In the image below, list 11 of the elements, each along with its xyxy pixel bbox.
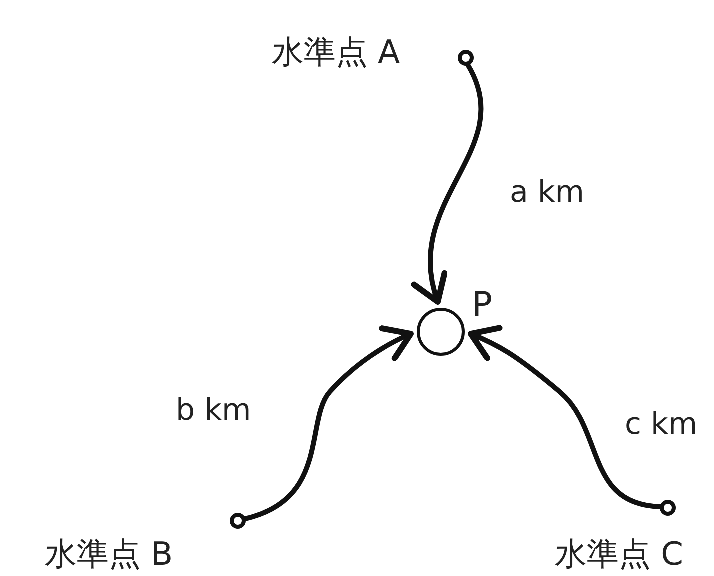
point-label: 水準点 C [555, 538, 684, 570]
benchmark-circle [660, 500, 676, 516]
point-label: P [472, 288, 493, 322]
point-circle [417, 308, 465, 356]
benchmark-circle [458, 50, 474, 66]
curved-arrow [468, 325, 664, 510]
point-label: 水準点 B [45, 538, 174, 570]
benchmark-circle [230, 513, 246, 529]
point-label: 水準点 A [272, 36, 400, 68]
curved-arrow [242, 326, 414, 522]
curved-arrow [413, 62, 484, 305]
